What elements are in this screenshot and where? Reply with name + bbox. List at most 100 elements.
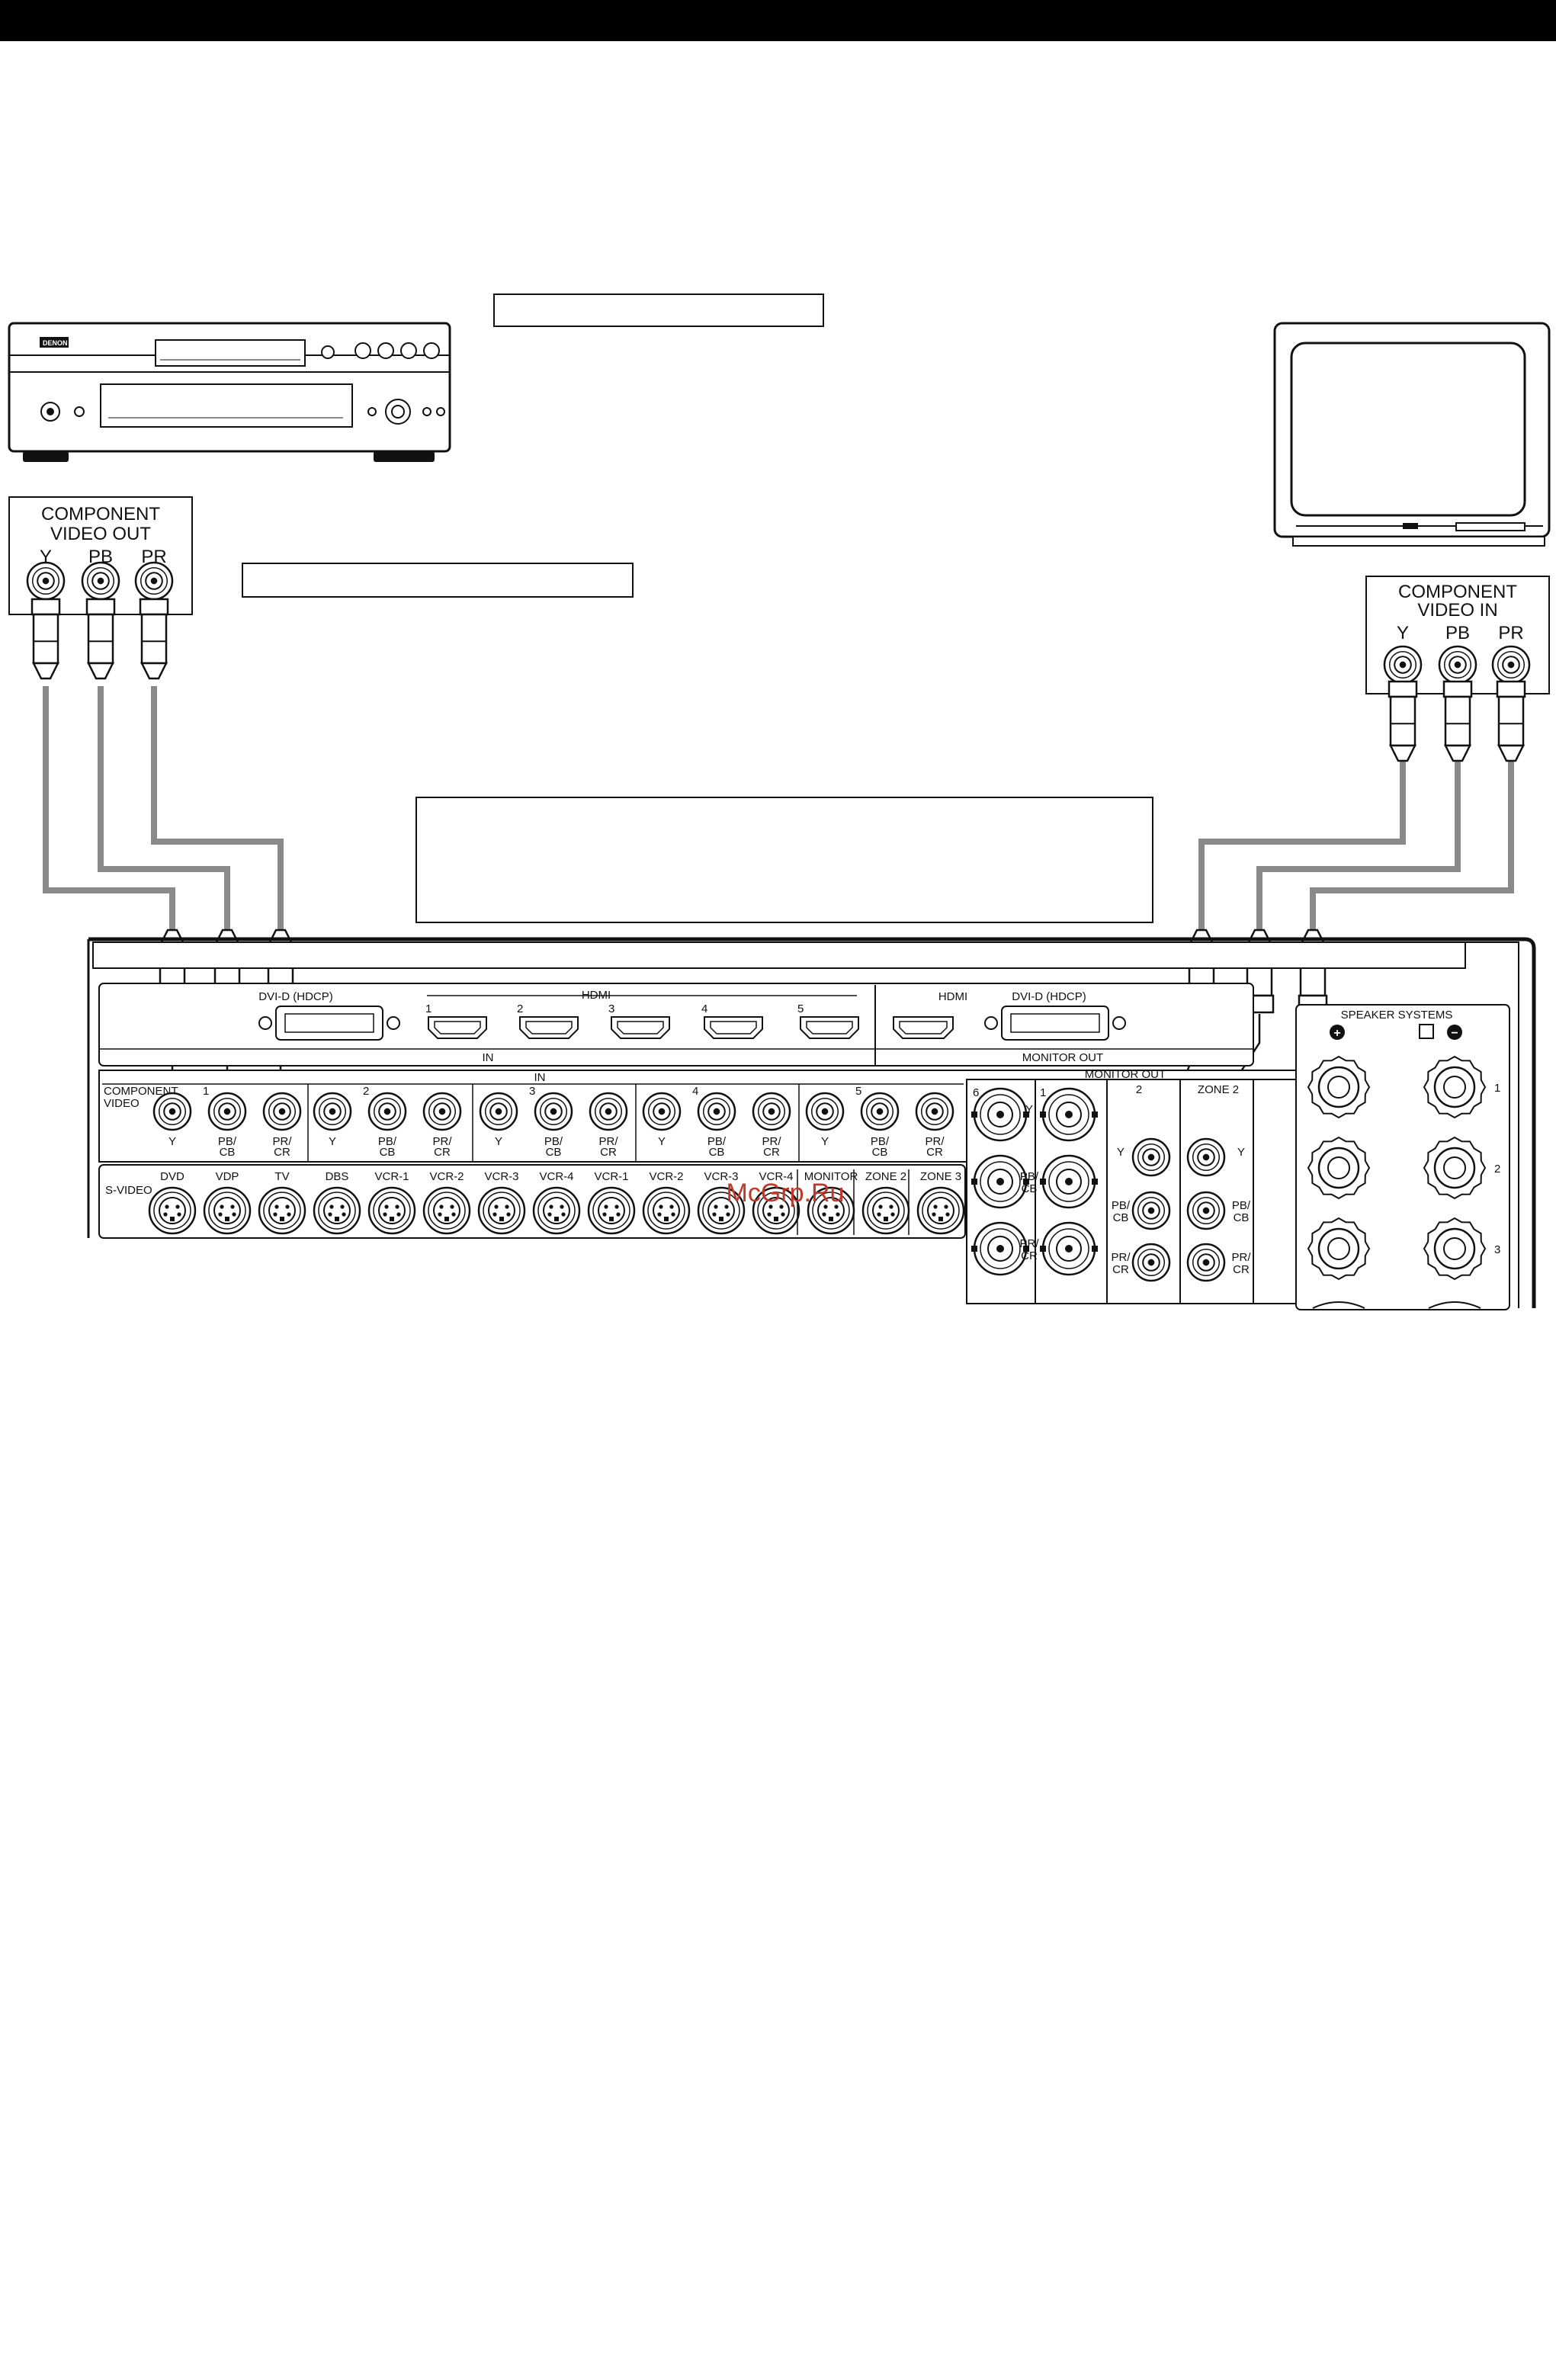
s-video-jack-6: VCR-3 (477, 1170, 526, 1235)
component-jack-label-sub: CR (763, 1146, 780, 1159)
monitor-out-jack-label: PR/ (1111, 1251, 1131, 1264)
monitor-out-group-2-label: 2 (1136, 1083, 1142, 1096)
component-jack-label: PR/ (762, 1135, 781, 1148)
cable-2 (151, 686, 284, 930)
s-video-row-label: S-VIDEO (105, 1184, 152, 1197)
header-bar (0, 0, 1556, 41)
s-video-jack-3: DBS (313, 1170, 361, 1235)
bnc-group-6-label: 6 (973, 1086, 979, 1099)
component-jack-2-0 (313, 1092, 352, 1131)
zone2-jack-label: PB/ (1232, 1199, 1251, 1212)
component-row-label-2: VIDEO (104, 1097, 140, 1110)
hdmi-in-number-5: 5 (797, 1002, 804, 1015)
s-video-jack-label: DVD (160, 1170, 184, 1183)
component-jack-label-sub: CB (380, 1146, 396, 1159)
component-jack-2-2 (422, 1092, 462, 1131)
s-video-jack-7: VCR-4 (532, 1170, 581, 1235)
s-video-jack-14: ZONE 3 (916, 1170, 965, 1235)
component-jack-label: Y (495, 1135, 502, 1148)
speaker-minus-terminal-0 (1423, 1055, 1487, 1119)
component-jack-label-sub: CR (434, 1146, 451, 1159)
s-video-row: S-VIDEO (105, 1184, 152, 1197)
component-jack-3-2 (589, 1092, 628, 1131)
s-video-jack-label: VCR-1 (594, 1170, 628, 1183)
bnc-jack-label: Y (1025, 1103, 1033, 1116)
component-in-section-label: IN (534, 1071, 546, 1084)
component-jack-label: PR/ (432, 1135, 452, 1148)
monitor-out-zone2-jack-0 (1186, 1137, 1226, 1177)
component-jack-label: PB/ (378, 1135, 397, 1148)
component-jack-label: PB/ (218, 1135, 237, 1148)
component-row-label-1: COMPONENT (104, 1085, 178, 1098)
dvd-out-jack-0 (26, 561, 66, 601)
hdmi-dvi-in-row: DVI-D (HDCP) HDMI IN (258, 989, 611, 1064)
component-jack-label: Y (821, 1135, 829, 1148)
dvd-player: DENON (8, 322, 451, 462)
component-jack-4-0 (642, 1092, 682, 1131)
bnc-6-jack-1 (971, 1154, 1029, 1209)
s-video-jack-label: ZONE 2 (865, 1170, 906, 1183)
monitor-out-zone2-label: ZONE 2 (1198, 1083, 1239, 1096)
tv-in-jack-1 (1438, 645, 1477, 685)
tv-in-jack-2 (1491, 645, 1531, 685)
speaker-plus-terminal-2 (1307, 1217, 1371, 1281)
tv-in-jack-label-y: Y (1397, 623, 1409, 643)
tv-in-jack-label-pb: PB (1445, 623, 1470, 643)
dvd-display (100, 383, 353, 428)
s-video-jack-12: MONITOR (804, 1170, 858, 1235)
bnc-6-jack-2 (971, 1221, 1029, 1276)
hdmi-in-section-label: IN (483, 1051, 494, 1064)
dvd-brand-logo: DENON (43, 339, 68, 347)
speaker-plus-terminal-1 (1307, 1136, 1371, 1200)
component-group-number: 5 (855, 1085, 861, 1098)
component-jack-label: PB/ (544, 1135, 563, 1148)
s-video-jack-5: VCR-2 (422, 1170, 471, 1235)
component-jack-label: Y (329, 1135, 336, 1148)
dvd-out-jacks (26, 561, 174, 601)
hdmi-in-port-2: 2 (517, 1002, 579, 1039)
tv-cable-plug-2 (1496, 680, 1526, 762)
component-jack-label-sub: CB (546, 1146, 562, 1159)
s-video-jack-label: DBS (326, 1170, 349, 1183)
s-video-jack-0: DVD (148, 1170, 197, 1235)
dvd-out-title-1: COMPONENT (41, 504, 160, 524)
bnc-block: 6 1 MONITOR OUT 2 ZONE 2 (973, 1068, 1239, 1304)
speaker-systems-title: SPEAKER SYSTEMS (1341, 1009, 1453, 1022)
caption-box-dvd (493, 293, 824, 327)
component-jack-label: PR/ (272, 1135, 292, 1148)
s-video-jack-label: VDP (216, 1170, 239, 1183)
dvi-in-label: DVI-D (HDCP) (258, 990, 333, 1003)
bnc-jack-label-sub: CR (1021, 1249, 1038, 1262)
component-jack-1-2 (262, 1092, 302, 1131)
hdmi-in-port-1: 1 (425, 1002, 487, 1039)
tv-in-title-2: VIDEO IN (1417, 600, 1497, 621)
speaker-row-number: 1 (1494, 1082, 1500, 1095)
component-jack-label-sub: CB (709, 1146, 725, 1159)
tv-screen (1290, 342, 1526, 517)
component-group-number: 1 (203, 1085, 209, 1098)
component-jack-label: PR/ (925, 1135, 945, 1148)
component-jack-label: PB/ (707, 1135, 727, 1148)
monitor-out-zone2-jack-2 (1186, 1243, 1226, 1282)
s-video-jack-label: MONITOR (804, 1170, 858, 1183)
watermark: McGrp.Ru (727, 1179, 845, 1208)
component-jack-3-0 (479, 1092, 518, 1131)
zone2-jack-label-sub: CB (1234, 1211, 1250, 1224)
component-cables (43, 686, 1514, 930)
component-jack-label-sub: CB (220, 1146, 236, 1159)
monitor-out-2-jack-1 (1131, 1191, 1171, 1230)
cable-4 (1256, 724, 1461, 930)
monitor-out-jack-label: PB/ (1112, 1199, 1131, 1212)
monitor-out-hdmi-dvi: HDMI DVI-D (HDCP) MONITOR OUT (893, 990, 1126, 1064)
zone2-jack-label: PR/ (1231, 1251, 1251, 1264)
component-jack-4-2 (752, 1092, 791, 1131)
component-jack-4-1 (697, 1092, 736, 1131)
hdmi-in-number-1: 1 (425, 1002, 432, 1015)
dvd-out-jack-2 (134, 561, 174, 601)
